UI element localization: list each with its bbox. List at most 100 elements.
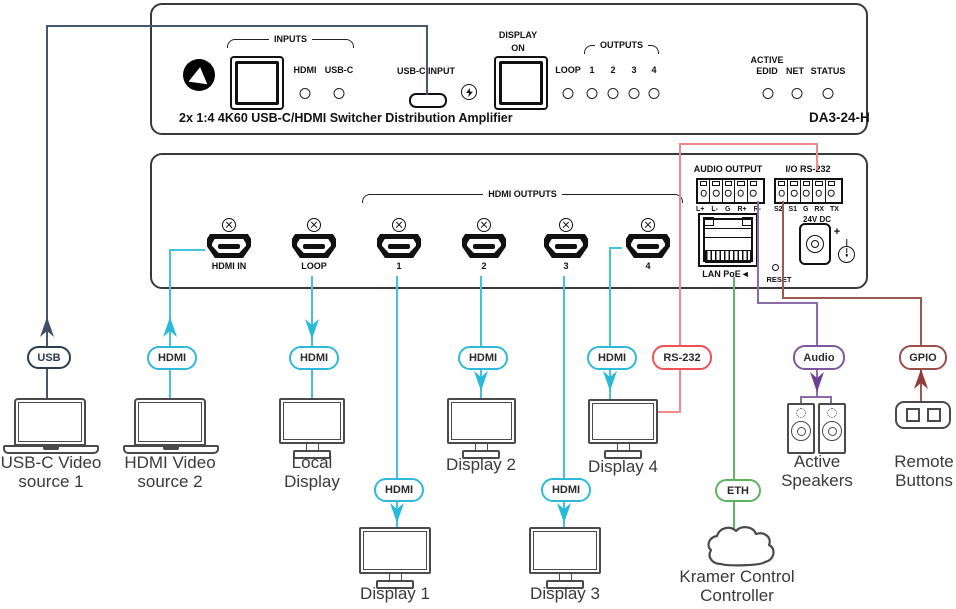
speakers-label: Active Speakers — [781, 452, 853, 490]
display2-label: Display 2 — [446, 455, 516, 474]
hdmi-outputs-group-bracket: HDMI OUTPUTS — [362, 189, 683, 203]
controller-label: Kramer Control Controller — [679, 567, 794, 605]
rs232-pin-labels: S2 S1 G RX TX — [774, 206, 839, 213]
hdmi-out1-port: 1 — [377, 218, 421, 271]
lan-poe-port — [698, 213, 758, 267]
screw-icon — [559, 218, 573, 232]
rs232-pin-label: TX — [830, 206, 839, 213]
audio-pin-label: R+ — [737, 206, 747, 213]
hdmi-connector-icon — [377, 234, 421, 258]
source2-label: HDMI Video source 2 — [124, 453, 215, 491]
hdmi-connector-icon — [544, 234, 588, 258]
hdmi-out2-port: 2 — [462, 218, 506, 271]
power-delivery-icon — [461, 84, 477, 100]
out1-led — [586, 88, 598, 99]
hdmi-out4-port: 4 — [626, 218, 670, 271]
rs232-pin-label: S1 — [788, 206, 798, 213]
dc-plus-label: + — [833, 226, 841, 238]
kramer-logo-icon — [178, 53, 220, 102]
screw-icon — [307, 218, 321, 232]
hdmi-out4-port-label: 4 — [645, 261, 651, 271]
laptop-hdmi-source — [123, 398, 219, 454]
loop-led — [562, 88, 574, 99]
out2-led — [607, 88, 619, 99]
remote-label-line2: Buttons — [895, 471, 953, 490]
remote-button-icon — [905, 408, 920, 422]
display4-monitor — [588, 399, 658, 459]
lan-poe-label: LAN PoE◄ — [702, 269, 750, 279]
arrow-down-hdmi-local — [305, 319, 319, 339]
usbc-led-label: USB-C — [324, 65, 354, 75]
hdmi-in-port: HDMI IN — [207, 218, 251, 271]
screw-icon — [641, 218, 655, 232]
active-speakers — [787, 403, 846, 454]
status-led — [822, 88, 834, 99]
rs232-pin-label: RX — [814, 206, 825, 213]
speakers-label-line2: Speakers — [781, 471, 853, 490]
screw-icon — [222, 218, 236, 232]
hdmi-in-port-label: HDMI IN — [211, 261, 247, 271]
hdmi-connector-icon — [626, 234, 670, 258]
usbc-input-label: USB-C INPUT — [397, 66, 455, 76]
reset-label: RESET — [766, 275, 792, 284]
audio-pin-label: L+ — [696, 206, 705, 213]
source2-label-line1: HDMI Video — [124, 453, 216, 472]
arrow-down-audio — [810, 372, 824, 392]
hdmi-connector-icon — [292, 234, 336, 258]
hdmi-badge: HDMI — [147, 346, 197, 370]
audio-output-label: AUDIO OUTPUT — [693, 164, 763, 174]
arrow-down-hdmi-display1 — [390, 503, 404, 523]
remote-label-line1: Remote — [894, 452, 954, 471]
local-display-monitor — [277, 398, 347, 459]
inputs-group-label: INPUTS — [274, 34, 308, 44]
arrow-down-hdmi-display4 — [603, 371, 617, 391]
hdmi-input-led — [299, 88, 311, 99]
source1-label-line1: USB-C Video — [0, 453, 102, 472]
remote-button-icon — [926, 408, 941, 422]
hdmi-badge: HDMI — [587, 346, 637, 370]
display3-label: Display 3 — [530, 584, 600, 603]
speaker-icon — [787, 403, 815, 454]
out3-led — [628, 88, 640, 99]
net-led — [791, 88, 803, 99]
io-rs232-label: I/O RS-232 — [785, 164, 831, 174]
controller-label-line1: Kramer Control — [679, 567, 795, 586]
rs232-pin-label: G — [802, 206, 809, 213]
inputs-group-bracket: INPUTS — [227, 34, 355, 48]
display-on-label-1: DISPLAY — [498, 30, 538, 40]
usb-badge: USB — [27, 346, 71, 369]
audio-pin-label: R- — [753, 206, 761, 213]
hdmi-led-label: HDMI — [293, 65, 317, 75]
hdmi-connector-icon — [462, 234, 506, 258]
audio-pin-label: G — [724, 206, 731, 213]
loop-port-label: LOOP — [301, 261, 327, 271]
source1-label: USB-C Video source 1 — [1, 453, 102, 491]
model-name: DA3-24-H — [809, 110, 870, 125]
arrow-up-hdmi-source2 — [163, 317, 177, 337]
audio-badge: Audio — [793, 345, 845, 370]
laptop-usbc-source — [3, 398, 99, 454]
loop-port: LOOP — [292, 218, 336, 271]
hdmi-outputs-group-label: HDMI OUTPUTS — [488, 189, 557, 199]
arrow-down-hdmi-display2 — [474, 371, 488, 391]
display1-label: Display 1 — [360, 584, 430, 603]
io-rs232-terminal — [774, 178, 843, 204]
source1-label-line2: source 1 — [18, 472, 84, 491]
local-display-label-line2: Display — [284, 472, 340, 491]
controller-label-line2: Controller — [700, 586, 774, 605]
out4-led — [648, 88, 660, 99]
active-edid-label-1: ACTIVE — [750, 55, 784, 65]
rear-panel: HDMI OUTPUTS HDMI IN LOOP 1 2 3 — [150, 153, 868, 289]
ground-icon — [838, 246, 855, 263]
front-panel: INPUTS HDMI USB-C USB-C INPUT DISPLAY ON… — [150, 3, 870, 135]
reset-hole — [772, 264, 779, 271]
hdmi-badge: HDMI — [374, 478, 424, 502]
display-on-label-2: ON — [511, 43, 525, 53]
product-name: 2x 1:4 4K60 USB-C/HDMI Switcher Distribu… — [179, 111, 513, 125]
screw-icon — [392, 218, 406, 232]
speakers-label-line1: Active — [793, 452, 841, 471]
display2-monitor — [446, 398, 516, 459]
display1-monitor — [359, 527, 431, 589]
dc-power-jack — [799, 223, 831, 265]
